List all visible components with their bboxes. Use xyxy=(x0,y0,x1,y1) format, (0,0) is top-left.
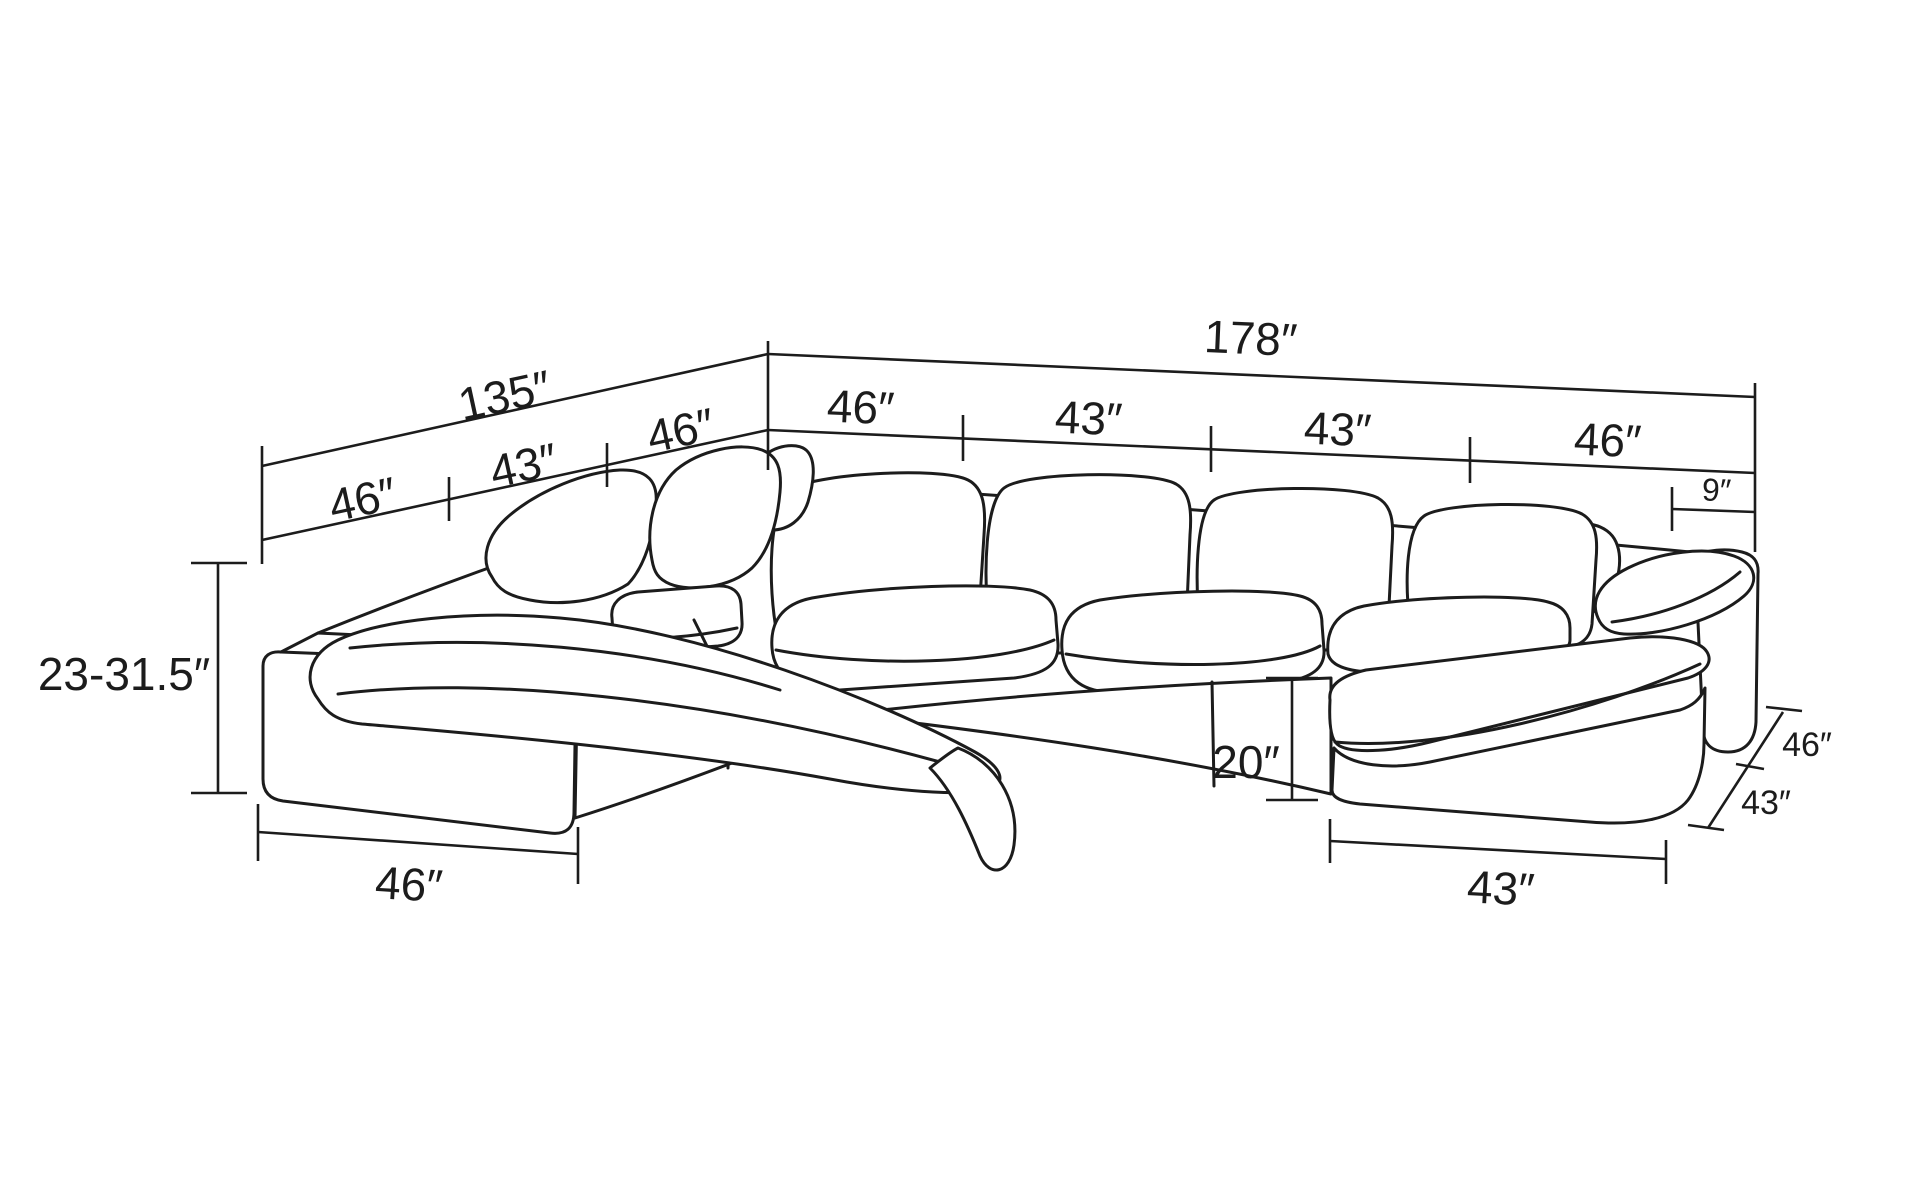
dim-label-depth-ottoman: 43″ xyxy=(1741,784,1791,822)
sofa-illustration xyxy=(261,444,1760,872)
right-base-seam xyxy=(1210,680,1216,788)
dim-label-arm-width: 9″ xyxy=(1701,471,1732,508)
depth-mid-tick xyxy=(1735,762,1765,771)
depth-line xyxy=(1706,711,1785,829)
dim-label-left-seg1: 46″ xyxy=(324,467,401,532)
left-segment-line xyxy=(261,428,769,542)
dim-label-right-seg2: 43″ xyxy=(1054,391,1124,446)
front-left-line xyxy=(257,830,579,856)
right-arm-pillow xyxy=(1593,549,1756,636)
left-total-line xyxy=(261,352,769,468)
seat-cushion-2-crease xyxy=(1064,644,1322,666)
left-arm-pillow-fold-1 xyxy=(336,686,942,764)
depth-cap-bottom xyxy=(1687,823,1725,832)
dim-label-seat-height: 20″ xyxy=(1212,736,1279,788)
dim-label-depth-sofa: 46″ xyxy=(1782,726,1832,764)
dim-label-right-seg3: 43″ xyxy=(1303,402,1373,457)
dim-label-ottoman-width: 43″ xyxy=(1466,860,1536,915)
arm-width-line xyxy=(1671,507,1756,514)
dim-label-right-total: 178″ xyxy=(1203,310,1298,366)
dim-label-right-seg1: 46″ xyxy=(826,380,896,435)
left-arm-pillow-tail xyxy=(928,746,1017,872)
ottoman-cushion xyxy=(1328,635,1711,752)
dim-label-height-range: 23-31.5″ xyxy=(38,648,210,700)
dim-label-right-seg4: 46″ xyxy=(1573,413,1643,468)
seat-cushion-1 xyxy=(770,584,1060,692)
ottoman-cushion-crease xyxy=(1333,662,1702,745)
seat-cushion-1-crease xyxy=(774,638,1056,663)
left-back-pillow-2 xyxy=(648,445,782,590)
dim-label-front-left-width: 46″ xyxy=(374,856,445,912)
dim-label-left-total: 135″ xyxy=(454,360,556,431)
ottoman-width-line xyxy=(1329,839,1667,861)
dimension-labels: 135″ 46″ 43″ 46″ 178″ 46″ 43″ 43″ 46″ 9″… xyxy=(38,310,1832,916)
dimension-lines xyxy=(191,341,1803,884)
left-arm-pillow-fold-2 xyxy=(348,641,782,692)
ottoman-base xyxy=(1330,686,1707,825)
depth-cap-top xyxy=(1765,705,1803,713)
right-arm-pillow-fold xyxy=(1610,570,1742,624)
right-total-line xyxy=(767,352,1756,399)
right-segment-line xyxy=(767,428,1756,475)
